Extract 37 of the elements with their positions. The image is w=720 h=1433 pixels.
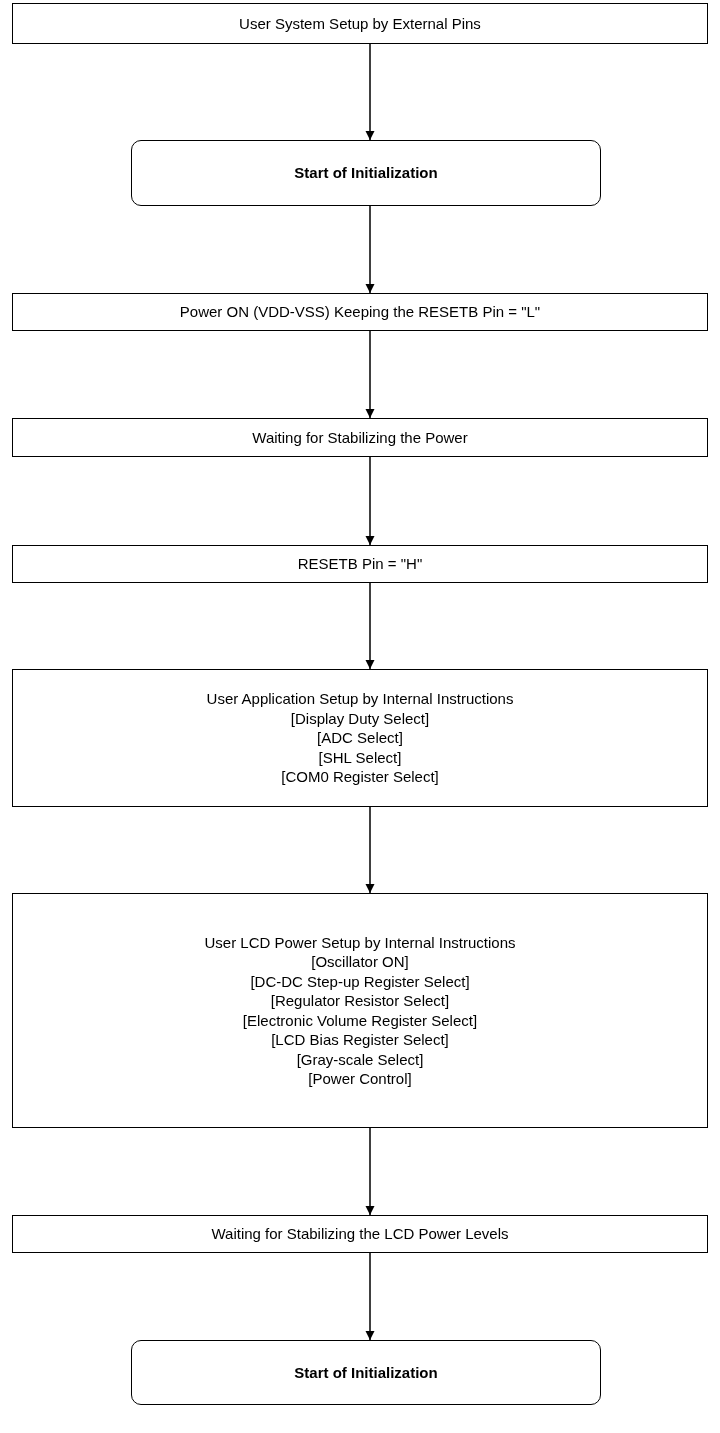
terminal-box [131,1340,601,1405]
process-box [12,545,708,583]
instruction-text: [Display Duty Select] [290,708,430,729]
instruction-text: [Electronic Volume Register Select] [242,1010,478,1030]
process-box [12,669,708,807]
instruction-text: [DC-DC Step-up Register Select] [250,971,470,991]
step-text: Start of Initialization [294,163,438,183]
process-box [12,293,708,331]
step-text: Waiting for Stabilizing the Power [252,427,468,448]
arrow [365,582,375,670]
arrow [365,205,375,294]
step-text: Start of Initialization [294,1362,438,1383]
process-box [12,893,708,1128]
process-box [12,1215,708,1253]
process-box [12,418,708,457]
instruction-text: [COM0 Register Select] [281,767,439,787]
instruction-text: [SHL Select] [318,747,402,768]
arrow [365,1252,375,1341]
arrow [365,806,375,894]
instruction-text: [ADC Select] [317,728,403,748]
instruction-text: [Regulator Resistor Select] [270,991,450,1011]
step-text: User LCD Power Setup by Internal Instructions [204,932,516,952]
arrow [365,43,375,141]
arrow [365,456,375,546]
terminal-box [131,140,601,206]
step-text: User Application Setup by Internal Instructions [206,689,514,709]
step-text: RESETB Pin = "H" [297,554,423,574]
arrow [365,330,375,419]
step-text: Power ON (VDD-VSS) Keeping the RESETB Pin = "L" [179,302,541,322]
instruction-text: [Gray-scale Select] [296,1049,424,1069]
instruction-text: [Power Control] [308,1069,412,1089]
step-text: Waiting for Stabilizing the LCD Power Levels [211,1224,509,1244]
arrow [365,1127,375,1216]
instruction-text: [LCD Bias Register Select] [271,1030,449,1050]
instruction-text: [Oscillator ON] [311,952,409,972]
process-box [12,3,708,44]
step-text: User System Setup by External Pins [239,13,481,34]
